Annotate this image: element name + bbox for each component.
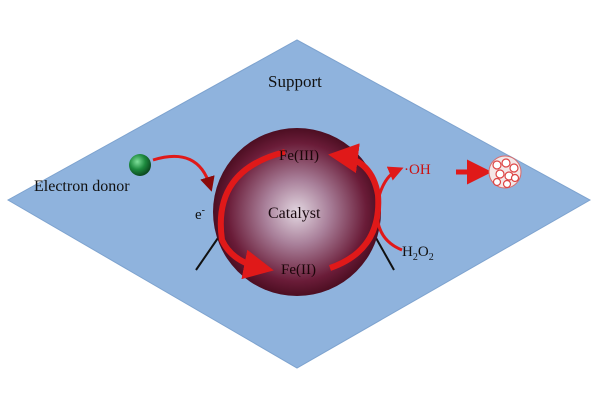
- arrow-fe3-to-fe2: [217, 149, 286, 280]
- support-leg-left: [195, 237, 219, 271]
- h2o2-h: H: [402, 244, 413, 260]
- electron-charge: -: [201, 205, 206, 216]
- electron-symbol: e: [195, 207, 202, 223]
- fe2-label: Fe(II): [281, 262, 316, 278]
- h2o2-sub-1: 2: [412, 252, 418, 263]
- hydroxyl-radical-label: ·OH: [404, 162, 431, 178]
- h2o2-o: O: [417, 244, 429, 260]
- support-label: Support: [268, 72, 322, 91]
- electron-donor-label: Electron donor: [34, 178, 130, 195]
- catalyst-label: Catalyst: [268, 205, 321, 222]
- electron-label: e-: [195, 205, 205, 224]
- h2o2-sub-2: 2: [428, 252, 434, 263]
- fe3-label: Fe(III): [279, 148, 319, 164]
- h2o2-to-oh-arrow: [375, 166, 404, 252]
- support-leg-right: [375, 237, 395, 271]
- electron-donor-sphere: [129, 154, 151, 176]
- molecule-cluster-icon: [488, 155, 522, 189]
- electron-transfer-arrow: [152, 154, 215, 192]
- h2o2-label: H2O2: [402, 244, 434, 263]
